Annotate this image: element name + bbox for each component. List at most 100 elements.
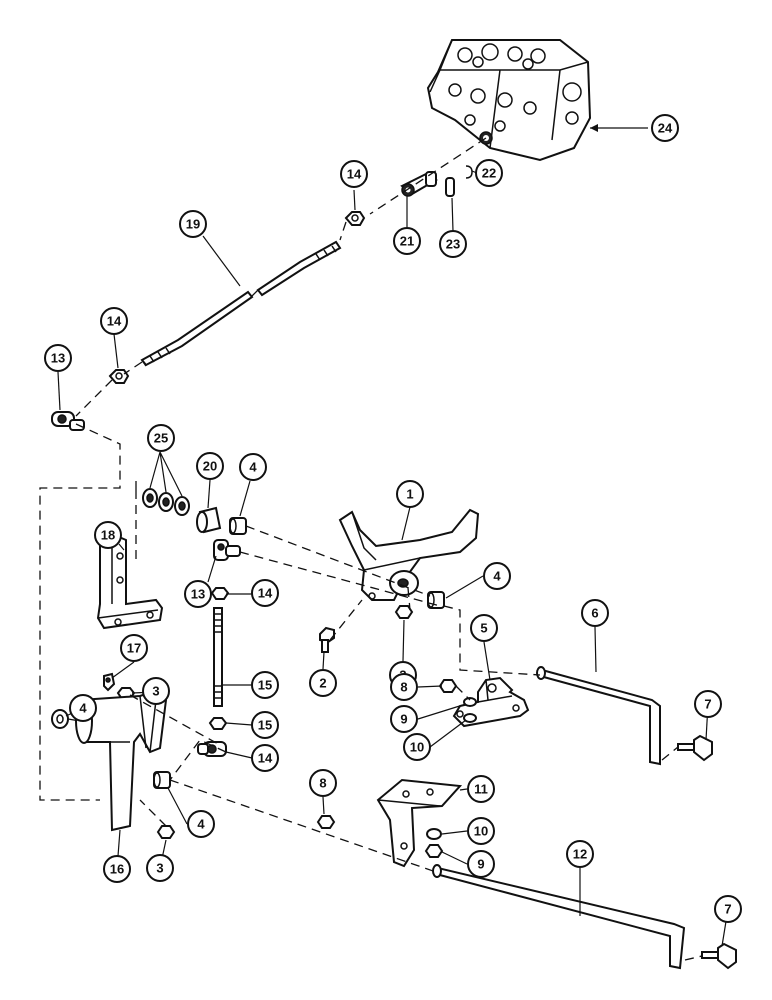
- callout-22-label: 22: [482, 166, 496, 181]
- bushing-upper: [229, 517, 247, 535]
- callout-10-lower-label: 10: [474, 824, 488, 839]
- shaft-lower: [432, 864, 686, 970]
- link-rod: [213, 607, 223, 707]
- hex-nut-rod: [108, 369, 130, 384]
- callout-8-upper: 8: [390, 673, 418, 701]
- callout-5-label: 5: [480, 621, 487, 636]
- lock-washer-lower: [424, 844, 444, 858]
- callout-4-pedal: 4: [483, 562, 511, 590]
- callout-13-upper: 13: [44, 344, 72, 372]
- callout-25: 25: [147, 424, 175, 452]
- callout-8-lower: 8: [309, 769, 337, 797]
- callout-7-upper: 7: [694, 690, 722, 718]
- callout-14-lower: 15: [251, 711, 279, 739]
- washer-set: [142, 488, 190, 516]
- callout-1: 1: [396, 480, 424, 508]
- callout-9-lower-label: 9: [477, 857, 484, 872]
- callout-3-left-label: 3: [152, 684, 159, 699]
- callout-4-left-label: 4: [79, 701, 87, 716]
- ball-joint-lower: [197, 741, 227, 757]
- control-rod: [140, 240, 342, 367]
- callout-24-label: 24: [658, 121, 673, 136]
- callout-2-label: 2: [319, 676, 326, 691]
- callout-23: 23: [439, 230, 467, 258]
- pedal: [338, 508, 480, 601]
- callout-3-left: 3: [142, 677, 170, 705]
- hex-nut-lower-bracket: [316, 815, 336, 829]
- grease-fitting: [103, 672, 116, 692]
- flat-washer-lower: [426, 828, 442, 840]
- callout-10-upper: 10: [403, 733, 431, 761]
- callout-4-lever: 4: [187, 810, 215, 838]
- callout-14-middle: 14: [251, 579, 279, 607]
- callout-23-label: 23: [446, 237, 460, 252]
- bushing-left: [51, 709, 69, 729]
- hex-nut-bracket: [438, 679, 458, 693]
- callout-3-lower: 3: [146, 854, 174, 882]
- clevis-assembly: [400, 165, 473, 197]
- ball-joint-middle: [213, 539, 241, 561]
- callout-20: 20: [196, 452, 224, 480]
- callout-13-lower-label: 14: [258, 751, 273, 766]
- callout-15: 15: [251, 671, 279, 699]
- callout-7-lower: 7: [714, 895, 742, 923]
- bolt-upper: [677, 734, 713, 762]
- callout-4-upper: 4: [239, 453, 267, 481]
- callout-19-label: 19: [186, 217, 200, 232]
- callout-19: 19: [179, 210, 207, 238]
- callout-22: 22: [475, 159, 503, 187]
- bushing-pedal: [427, 591, 445, 609]
- callout-16: 16: [103, 855, 131, 883]
- callout-20-label: 20: [203, 459, 217, 474]
- callout-18: 18: [94, 521, 122, 549]
- callout-4-lever-label: 4: [197, 817, 205, 832]
- callout-8-upper-label: 8: [400, 680, 407, 695]
- callout-9-upper-label: 9: [400, 712, 407, 727]
- callout-24: 24: [651, 114, 679, 142]
- callout-17-label: 17: [127, 641, 141, 656]
- control-valve-block: [426, 39, 592, 162]
- callout-5: 5: [470, 614, 498, 642]
- callout-21-label: 21: [400, 234, 414, 249]
- callout-7-upper-label: 7: [704, 697, 711, 712]
- lock-washer-right-upper: [463, 697, 477, 707]
- hex-nut-middle-lower: [208, 717, 228, 730]
- callout-10-lower: 10: [467, 817, 495, 845]
- callout-4-upper-label: 4: [249, 460, 257, 475]
- callout-16-label: 16: [110, 862, 124, 877]
- callout-14-middle-label: 14: [258, 586, 273, 601]
- bracket-lower-right: [376, 778, 463, 868]
- callout-4-left: 4: [69, 694, 97, 722]
- callout-14-top: 14: [340, 160, 368, 188]
- callout-2: 2: [309, 669, 337, 697]
- leader-lines: [57, 124, 729, 947]
- callouts: 24 22 14 21 23 19 14 13 25 20 4 1 18 4 1…: [44, 114, 742, 923]
- callout-15-label: 15: [258, 678, 272, 693]
- callout-13-middle: 13: [184, 580, 212, 608]
- hex-nut-top: [344, 211, 366, 226]
- callout-12-label: 12: [573, 847, 587, 862]
- callout-7-lower-label: 7: [724, 902, 731, 917]
- callout-14-lower-label: 15: [258, 718, 272, 733]
- callout-4-pedal-label: 4: [493, 569, 501, 584]
- flat-washer-right-upper: [463, 713, 477, 723]
- screw: [319, 626, 335, 653]
- callout-14-top-label: 14: [347, 167, 362, 182]
- hex-nut-left-lower: [156, 825, 176, 839]
- callout-10-upper-label: 10: [410, 740, 424, 755]
- callout-14-rod: 14: [100, 307, 128, 335]
- callout-9-lower: 9: [467, 850, 495, 878]
- ball-joint-upper: [51, 411, 85, 431]
- callout-21: 21: [393, 227, 421, 255]
- callout-13-lower: 14: [251, 744, 279, 772]
- callout-6: 6: [581, 599, 609, 627]
- assembly-lines: [39, 137, 703, 961]
- callout-17: 17: [120, 634, 148, 662]
- hex-nut-middle-upper: [210, 587, 230, 600]
- callout-13-middle-label: 13: [191, 587, 205, 602]
- callout-1-label: 1: [406, 487, 413, 502]
- callout-8-lower-label: 8: [319, 776, 326, 791]
- callout-14-rod-label: 14: [107, 314, 122, 329]
- shaft-upper: [536, 666, 661, 766]
